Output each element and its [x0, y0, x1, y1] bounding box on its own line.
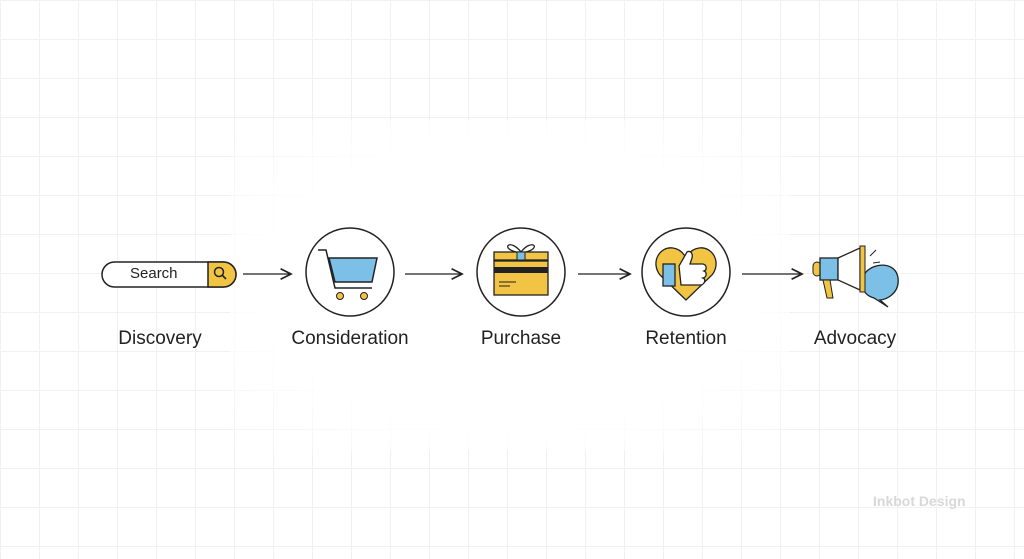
- stage-label-discovery: Discovery: [118, 328, 202, 349]
- magnifier-icon: [213, 266, 227, 280]
- stage-label-purchase: Purchase: [480, 328, 562, 349]
- shopping-cart-icon: [305, 227, 395, 317]
- search-input[interactable]: Search: [130, 265, 178, 282]
- stage-label-advocacy: Advocacy: [813, 328, 897, 349]
- gift-card-icon: [476, 227, 566, 317]
- watermark: Inkbot Design: [873, 493, 966, 509]
- megaphone-icon: [812, 245, 899, 308]
- heart-thumbs-up-icon: [641, 227, 731, 317]
- search-bar-icon: [101, 261, 237, 288]
- stage-label-consideration: Consideration: [291, 328, 409, 349]
- stage-label-retention: Retention: [645, 328, 727, 349]
